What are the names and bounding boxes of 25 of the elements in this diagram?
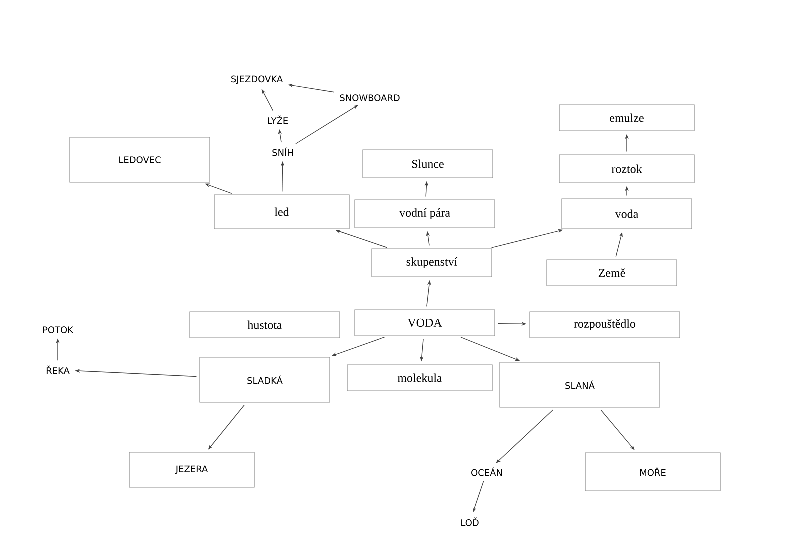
concept-box: MOŘE	[585, 452, 721, 492]
concept-box: hustota	[190, 312, 340, 338]
concept-box: emulze	[559, 104, 695, 132]
concept-box: led	[214, 194, 350, 230]
concept-box: VODA	[354, 310, 496, 336]
concept-box: SLANÁ	[500, 362, 660, 408]
concept-label: LYŽE	[268, 116, 288, 124]
concept-box: rozpouštědlo	[530, 312, 680, 338]
concept-label: OCEÁN	[472, 468, 502, 476]
concept-box: JEZERA	[129, 452, 255, 488]
concept-label: SNOWBOARD	[340, 94, 400, 102]
concept-box: SLADKÁ	[200, 357, 330, 403]
concept-box: roztok	[559, 154, 695, 184]
concept-label: ŘEKA	[46, 366, 70, 374]
concept-box: skupenství	[372, 248, 492, 278]
concept-label: POTOK	[43, 326, 74, 334]
concept-label: SJEZDOVKA	[232, 76, 283, 84]
concept-label: LOĎ	[462, 518, 479, 526]
concept-box: voda	[562, 198, 692, 230]
concept-box: LEDOVEC	[70, 137, 210, 183]
concept-box: vodní pára	[354, 200, 496, 228]
concept-box: Země	[546, 260, 678, 286]
concept-box: Slunce	[362, 150, 494, 178]
concept-label: SNÍH	[272, 148, 294, 156]
concept-box: molekula	[347, 364, 493, 392]
